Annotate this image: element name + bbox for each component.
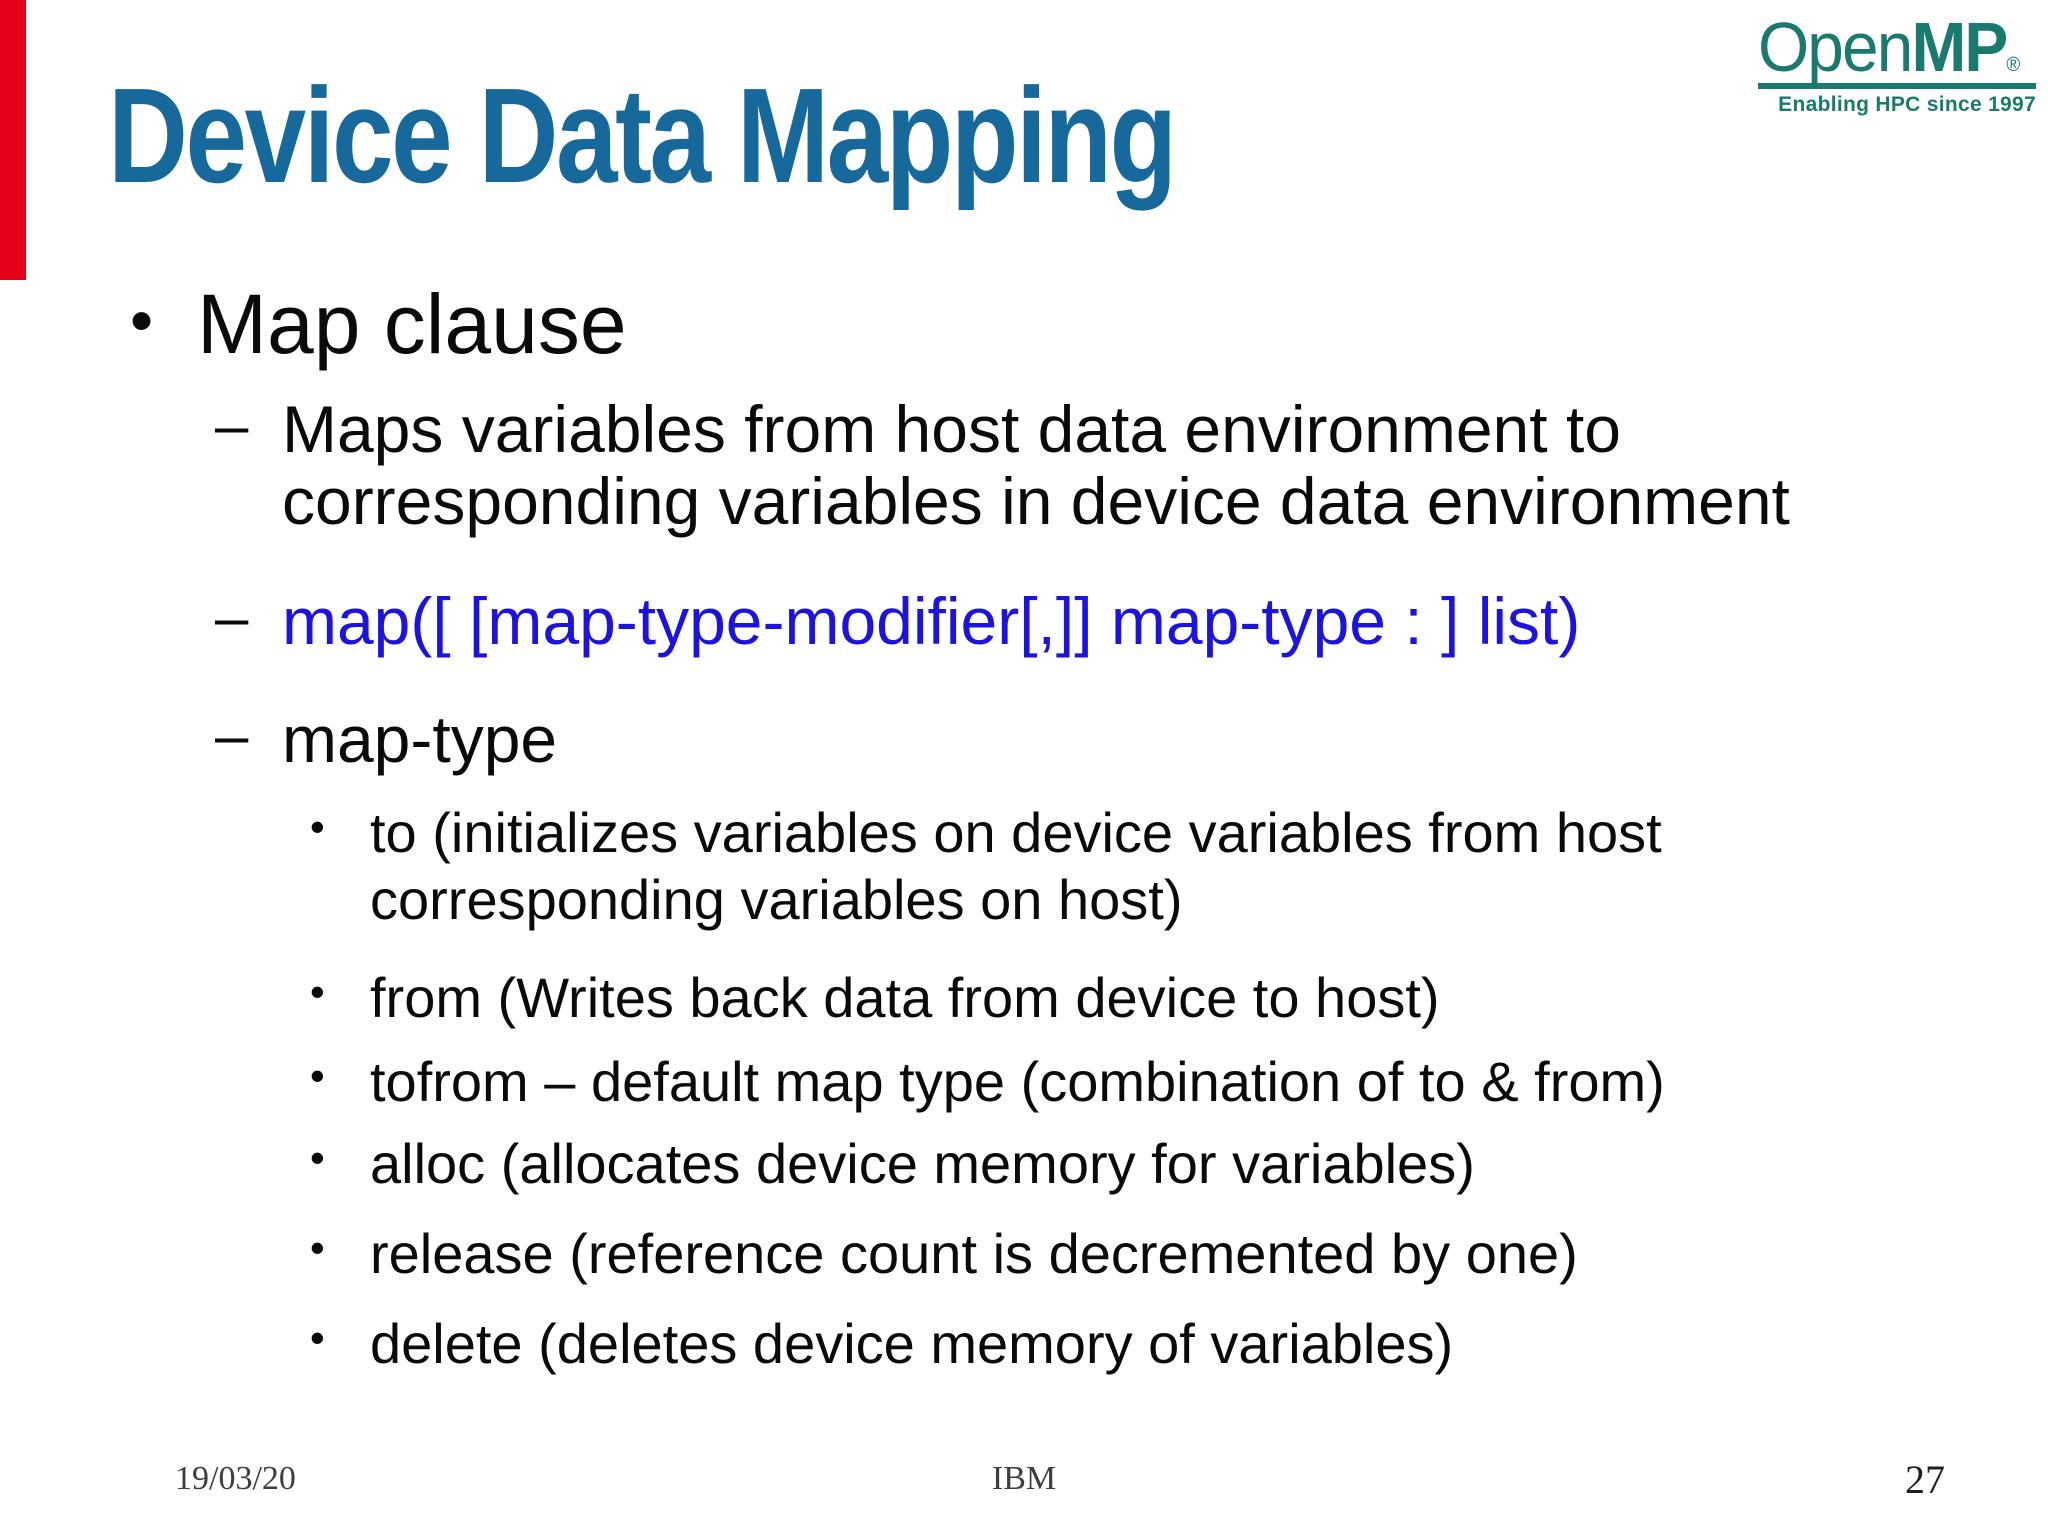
bullet-item-alloc: • alloc (allocates device memory for var… bbox=[0, 1130, 2048, 1197]
bullet-text-line2: corresponding variables in device data e… bbox=[282, 464, 1790, 538]
bullet-icon: • bbox=[310, 803, 325, 850]
red-artifact-bar bbox=[0, 0, 26, 280]
bullet-text: alloc (allocates device memory for varia… bbox=[370, 1132, 1475, 1195]
registered-trademark-icon: ® bbox=[2006, 54, 2020, 76]
dash-icon: – bbox=[215, 392, 249, 459]
footer-organization: IBM bbox=[991, 1460, 1057, 1497]
openmp-logo-wordmark: OpenMP® bbox=[1758, 12, 2020, 82]
bullet-text: tofrom – default map type (combination o… bbox=[370, 1050, 1665, 1113]
bullet-item-map-syntax: – map([ [map-type-modifier[,]] map-type … bbox=[0, 584, 2048, 658]
footer-date: 19/03/20 bbox=[175, 1460, 296, 1497]
dash-icon: – bbox=[215, 702, 249, 769]
bullet-icon: • bbox=[310, 968, 325, 1015]
bullet-item-to: • to (initializes variables on device va… bbox=[0, 799, 2048, 933]
bullet-text-line2: corresponding variables on host) bbox=[370, 868, 1183, 931]
bullet-text: from (Writes back data from device to ho… bbox=[370, 966, 1440, 1029]
logo-open-text: Open bbox=[1758, 8, 1913, 86]
bullet-item-tofrom: • tofrom – default map type (combination… bbox=[0, 1048, 2048, 1115]
bullet-icon: • bbox=[310, 1314, 325, 1361]
bullet-icon: • bbox=[310, 1052, 325, 1099]
bullet-item-map-type: – map-type bbox=[0, 702, 2048, 776]
page-title: Device Data Mapping bbox=[108, 60, 1177, 211]
bullet-text: Map clause bbox=[197, 277, 627, 371]
bullet-item-maps-variables: – Maps variables from host data environm… bbox=[0, 392, 2048, 538]
openmp-logo: OpenMP® Enabling HPC since 1997 bbox=[1758, 12, 2036, 117]
page-number: 27 bbox=[1905, 1457, 1945, 1502]
bullet-icon: • bbox=[310, 1224, 325, 1271]
bullet-text-line1: Maps variables from host data environmen… bbox=[282, 392, 1621, 466]
dash-icon: – bbox=[215, 584, 249, 651]
bullet-text: map-type bbox=[282, 702, 558, 776]
bullet-item-delete: • delete (deletes device memory of varia… bbox=[0, 1310, 2048, 1377]
logo-mp-text: MP bbox=[1911, 8, 2008, 86]
logo-underline bbox=[1758, 82, 2036, 89]
bullet-text: release (reference count is decremented … bbox=[370, 1222, 1578, 1285]
bullet-icon: • bbox=[130, 283, 154, 357]
bullet-item-map-clause: • Map clause bbox=[0, 276, 2048, 373]
bullet-text-line1: to (initializes variables on device vari… bbox=[370, 801, 1662, 864]
map-syntax-code: map([ [map-type-modifier[,]] map-type : … bbox=[282, 584, 1581, 658]
bullet-item-from: • from (Writes back data from device to … bbox=[0, 964, 2048, 1031]
logo-tagline: Enabling HPC since 1997 bbox=[1778, 92, 2036, 116]
bullet-text: delete (deletes device memory of variabl… bbox=[370, 1312, 1454, 1375]
bullet-icon: • bbox=[310, 1134, 325, 1181]
bullet-item-release: • release (reference count is decremente… bbox=[0, 1220, 2048, 1287]
